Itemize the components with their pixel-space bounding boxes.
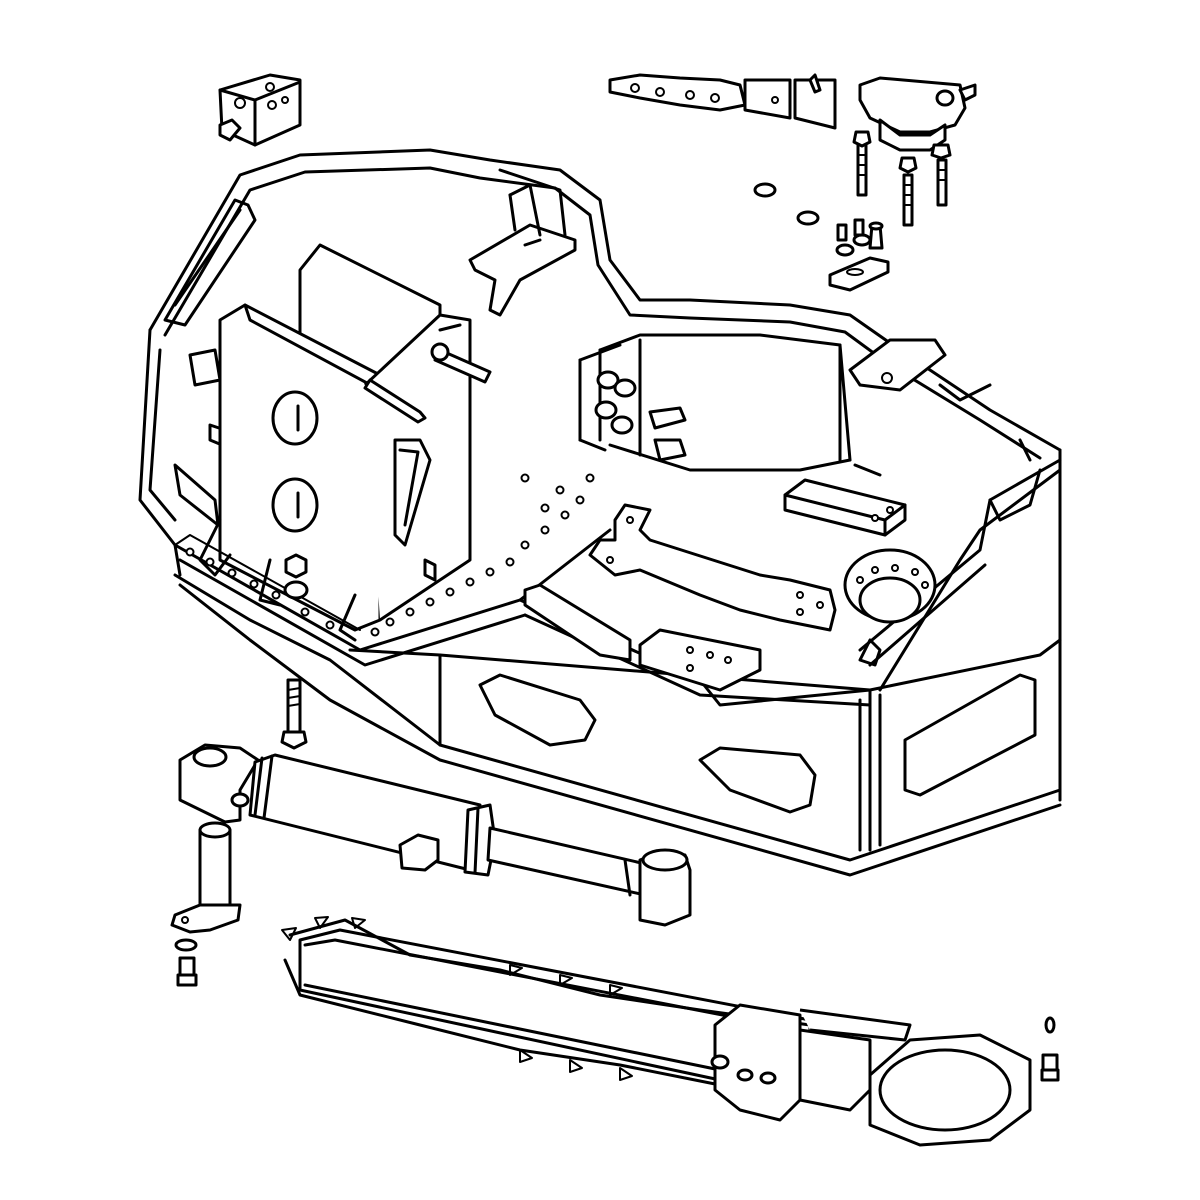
- lower-plates: [523, 583, 762, 692]
- pivot-pin: [170, 821, 242, 934]
- deck-holes: [185, 473, 595, 637]
- pivot-pin-upper: [363, 342, 492, 424]
- flange-bolt: [176, 956, 198, 987]
- stud-bolts: [852, 130, 952, 227]
- lock-washer: [753, 182, 872, 257]
- boom-mount-bracket: [198, 243, 472, 642]
- flange-bolt: [1040, 1016, 1060, 1082]
- hydraulic-valve-block: [218, 73, 302, 147]
- hydraulic-cylinder: [178, 743, 692, 927]
- deck-ring: [843, 548, 937, 667]
- slew-ring: [868, 1033, 1032, 1147]
- cap-screw: [836, 218, 884, 250]
- small-plate: [783, 478, 907, 537]
- support-plate: [174, 473, 595, 637]
- mounting-bracket: [468, 168, 577, 317]
- valve-assembly: [608, 73, 837, 130]
- main-frame: [138, 148, 1062, 877]
- cap-screw: [280, 678, 308, 750]
- lock-washer: [174, 938, 198, 952]
- cap-screw: [283, 553, 309, 600]
- drum-bolts: [594, 370, 687, 462]
- t-plate: [588, 503, 837, 632]
- inner-drum: [578, 333, 882, 477]
- chain-drive-head: [710, 1003, 912, 1122]
- right-bracket: [848, 338, 947, 392]
- clamp-plate: [828, 256, 890, 292]
- gearbox-motor: [858, 76, 977, 152]
